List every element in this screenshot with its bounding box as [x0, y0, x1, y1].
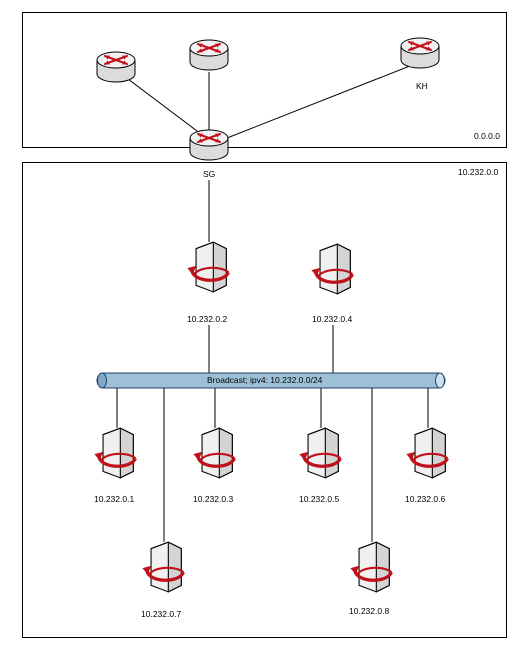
server-icon-s8	[348, 540, 394, 594]
server-icon-s2	[185, 240, 231, 294]
zone-bottom-label: 10.232.0.0	[458, 167, 499, 177]
server-icon-s7	[140, 540, 186, 594]
server-icon-s4	[309, 242, 355, 296]
server-label-s7: 10.232.0.7	[141, 609, 182, 619]
server-label-s2: 10.232.0.2	[187, 314, 228, 324]
server-icon-s3	[191, 426, 237, 480]
router-icon-sg	[189, 129, 229, 161]
server-label-s3: 10.232.0.3	[193, 494, 234, 504]
server-icon-s1	[92, 426, 138, 480]
link-r1-sg	[115, 69, 210, 141]
router-icon-kh	[400, 37, 440, 69]
router-label-kh: KH	[416, 81, 428, 91]
router-icon-r2	[189, 39, 229, 71]
server-label-s1: 10.232.0.1	[94, 494, 135, 504]
zone-top	[22, 12, 507, 148]
broadcast-bus	[96, 372, 446, 389]
zone-bottom	[22, 162, 507, 638]
link-kh-sg	[221, 61, 421, 141]
broadcast-bus-label: Broadcast; ipv4: 10.232.0.0/24	[207, 375, 323, 385]
server-icon-s5	[297, 426, 343, 480]
router-label-sg: SG	[203, 169, 216, 179]
router-icon-r1	[96, 51, 136, 83]
server-label-s5: 10.232.0.5	[299, 494, 340, 504]
zone-top-label: 0.0.0.0	[474, 131, 500, 141]
server-label-s6: 10.232.0.6	[405, 494, 446, 504]
server-label-s4: 10.232.0.4	[312, 314, 353, 324]
server-label-s8: 10.232.0.8	[349, 606, 390, 616]
server-icon-s6	[404, 426, 450, 480]
